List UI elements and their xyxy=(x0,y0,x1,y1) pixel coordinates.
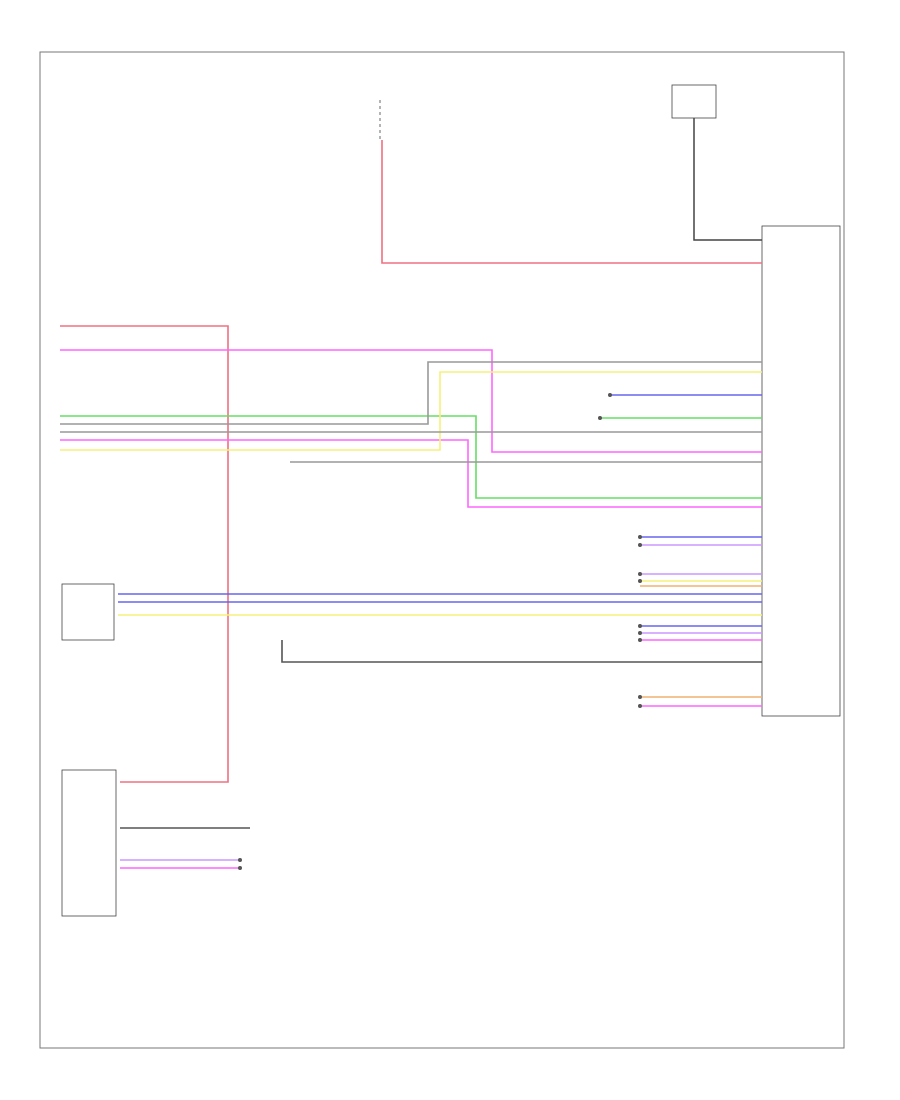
connector-dot xyxy=(238,866,242,870)
connector-dot xyxy=(598,416,602,420)
left-lower-box xyxy=(61,769,117,917)
left-lower-box-rect xyxy=(61,769,117,917)
radio-module-box xyxy=(761,225,841,717)
connector-dot xyxy=(638,631,642,635)
left-upper-box xyxy=(61,583,115,641)
connector-dot xyxy=(638,704,642,708)
wire-gray-1 xyxy=(60,361,762,425)
connector-dot xyxy=(638,638,642,642)
antenna-box xyxy=(671,84,717,119)
wire-red-power xyxy=(381,140,762,264)
connector-dot xyxy=(638,624,642,628)
wires xyxy=(60,140,762,869)
connector-dot xyxy=(638,572,642,576)
wire-pink-1 xyxy=(60,349,762,453)
wire-dark-ground xyxy=(281,640,762,663)
connector-dot xyxy=(238,858,242,862)
antenna xyxy=(671,84,762,241)
wire-pink-2 xyxy=(60,439,762,508)
connector-dots xyxy=(238,393,642,870)
radio-module xyxy=(761,225,841,717)
connector-dot xyxy=(638,535,642,539)
left-upper-box-rect xyxy=(61,583,115,641)
wire-yellow-1 xyxy=(60,371,762,451)
connector-dot xyxy=(638,579,642,583)
connector-dot xyxy=(638,695,642,699)
wire-red-left xyxy=(60,325,229,783)
wire-green-1 xyxy=(60,415,762,499)
antenna-cable xyxy=(693,118,762,241)
connector-dot xyxy=(608,393,612,397)
connector-dot xyxy=(638,543,642,547)
diagram-frame xyxy=(39,51,845,1049)
